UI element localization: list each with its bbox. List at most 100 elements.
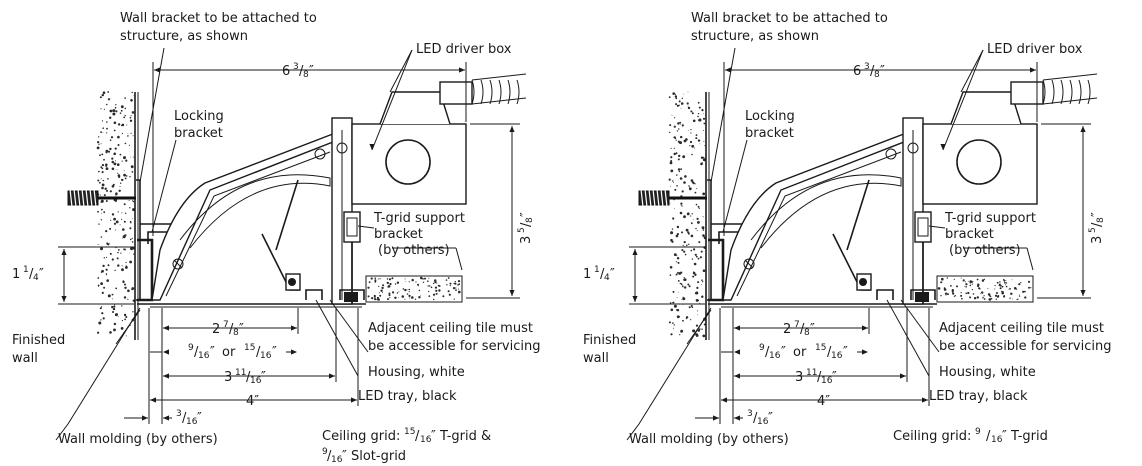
concrete-speck [101, 306, 103, 308]
concrete-speck [673, 152, 676, 156]
tile-speck [976, 296, 979, 299]
concrete-speck [699, 256, 702, 259]
concrete-speck [687, 106, 691, 110]
concrete-speck [114, 269, 116, 272]
concrete-speck [101, 171, 104, 173]
tile-speck [999, 284, 1002, 287]
tile-speck [965, 286, 967, 288]
concrete-speck [116, 169, 118, 170]
tile-speck [944, 292, 948, 295]
dim-6-label-whole: 6 [853, 64, 861, 79]
tile-speck [396, 292, 399, 294]
concrete-speck [118, 316, 119, 318]
concrete-speck [100, 166, 103, 169]
concrete-speck [676, 297, 678, 299]
tile-speck [940, 295, 942, 297]
label-led-driver-box: LED driver box [987, 42, 1083, 57]
concrete-speck [127, 298, 129, 300]
concrete-speck [121, 305, 123, 307]
tgrid-bracket-inner [346, 217, 358, 237]
concrete-speck [670, 231, 674, 235]
concrete-speck [679, 121, 682, 124]
connector-nut [1010, 81, 1044, 105]
concrete-speck [101, 186, 104, 190]
tile-speck [1009, 297, 1011, 299]
conduit-rib [1051, 79, 1055, 105]
concrete-speck [122, 280, 125, 284]
concrete-speck [131, 287, 135, 290]
anchor-thread [89, 188, 93, 208]
concrete-speck [124, 177, 127, 179]
concrete-speck [678, 104, 680, 107]
anchor-thread [648, 188, 652, 208]
tile-speck [990, 297, 993, 300]
tile-speck [995, 298, 997, 300]
concrete-speck [697, 314, 699, 316]
dim-31116-label-whole: 3 [795, 370, 803, 385]
dim-or-num-a: 9 [188, 343, 194, 353]
ceiling-grid-profile [876, 289, 936, 300]
concrete-speck [110, 219, 112, 221]
label-housing: Housing, white [368, 365, 465, 380]
concrete-speck [682, 297, 686, 301]
concrete-speck [693, 271, 694, 272]
tile-speck [378, 292, 380, 294]
label-wall-molding: Wall molding (by others) [58, 432, 218, 447]
ceiling-tile [936, 275, 1034, 303]
concrete-speck [690, 132, 692, 134]
concrete-speck [680, 168, 682, 171]
concrete-speck [702, 281, 704, 283]
dim-278-label-den: 8 [804, 328, 810, 338]
concrete-speck [109, 109, 113, 113]
concrete-speck [100, 178, 102, 180]
concrete-speck [684, 286, 687, 289]
dim-278-label-inch: ″ [810, 322, 815, 337]
tile-speck [408, 281, 410, 283]
dim-31116-label-whole: 3 [224, 370, 232, 385]
concrete-speck [125, 261, 127, 264]
tile-speck [381, 292, 383, 293]
tile-speck [435, 289, 438, 292]
concrete-speck [670, 185, 671, 187]
tile-speck [445, 279, 448, 281]
concrete-speck [109, 147, 112, 151]
label-tgrid-1: T-grid support [373, 211, 465, 226]
dim-114-label-inch: ″ [610, 267, 615, 282]
dim-4-label: 4″ [246, 394, 259, 409]
tile-speck [967, 291, 970, 295]
concrete-speck [699, 143, 701, 145]
concrete-speck [121, 178, 124, 182]
concrete-speck [698, 118, 702, 122]
tile-speck [446, 284, 448, 286]
concrete-speck [96, 146, 100, 150]
concrete-speck [106, 121, 108, 123]
dim-316-label-slash: / [753, 411, 758, 426]
concrete-speck [98, 286, 99, 288]
tile-speck [434, 286, 438, 289]
tile-speck [981, 291, 984, 294]
concrete-speck [701, 328, 703, 330]
concrete-speck [678, 272, 682, 275]
concrete-speck [702, 158, 706, 162]
screw-slot [744, 259, 754, 269]
tile-speck [1010, 292, 1013, 295]
dim-31116-arrow-start [163, 373, 169, 379]
dim-358-arrow-bottom [509, 290, 515, 296]
concrete-speck [670, 160, 673, 162]
concrete-speck [130, 115, 132, 117]
tile-speck [972, 293, 975, 295]
concrete-speck [690, 304, 693, 307]
concrete-speck [106, 103, 108, 106]
concrete-speck [691, 112, 694, 115]
concrete-speck [691, 306, 694, 309]
concrete-speck [101, 167, 104, 170]
concrete-speck [98, 321, 102, 325]
leader-led-tray [315, 299, 359, 377]
conduit-rib [480, 79, 484, 105]
concrete-speck [675, 261, 678, 263]
dim-358-frac-inch: ″ [519, 212, 534, 217]
dim-114-arrow-bottom [61, 296, 67, 302]
concrete-speck [111, 305, 114, 309]
dim-358-frac: 35/8″ [517, 212, 535, 244]
